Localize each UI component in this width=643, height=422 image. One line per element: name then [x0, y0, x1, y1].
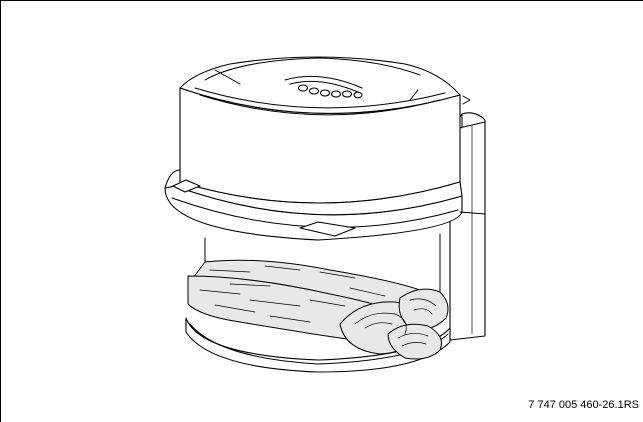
- stove-lower-body: [204, 233, 441, 301]
- stove-upper-body: [179, 56, 461, 204]
- top-vent-grille: [284, 75, 363, 99]
- firewood-logs: [187, 259, 449, 360]
- figure-reference-number: 7 747 005 460-26.1RS: [528, 399, 639, 411]
- middle-ring: [164, 169, 486, 241]
